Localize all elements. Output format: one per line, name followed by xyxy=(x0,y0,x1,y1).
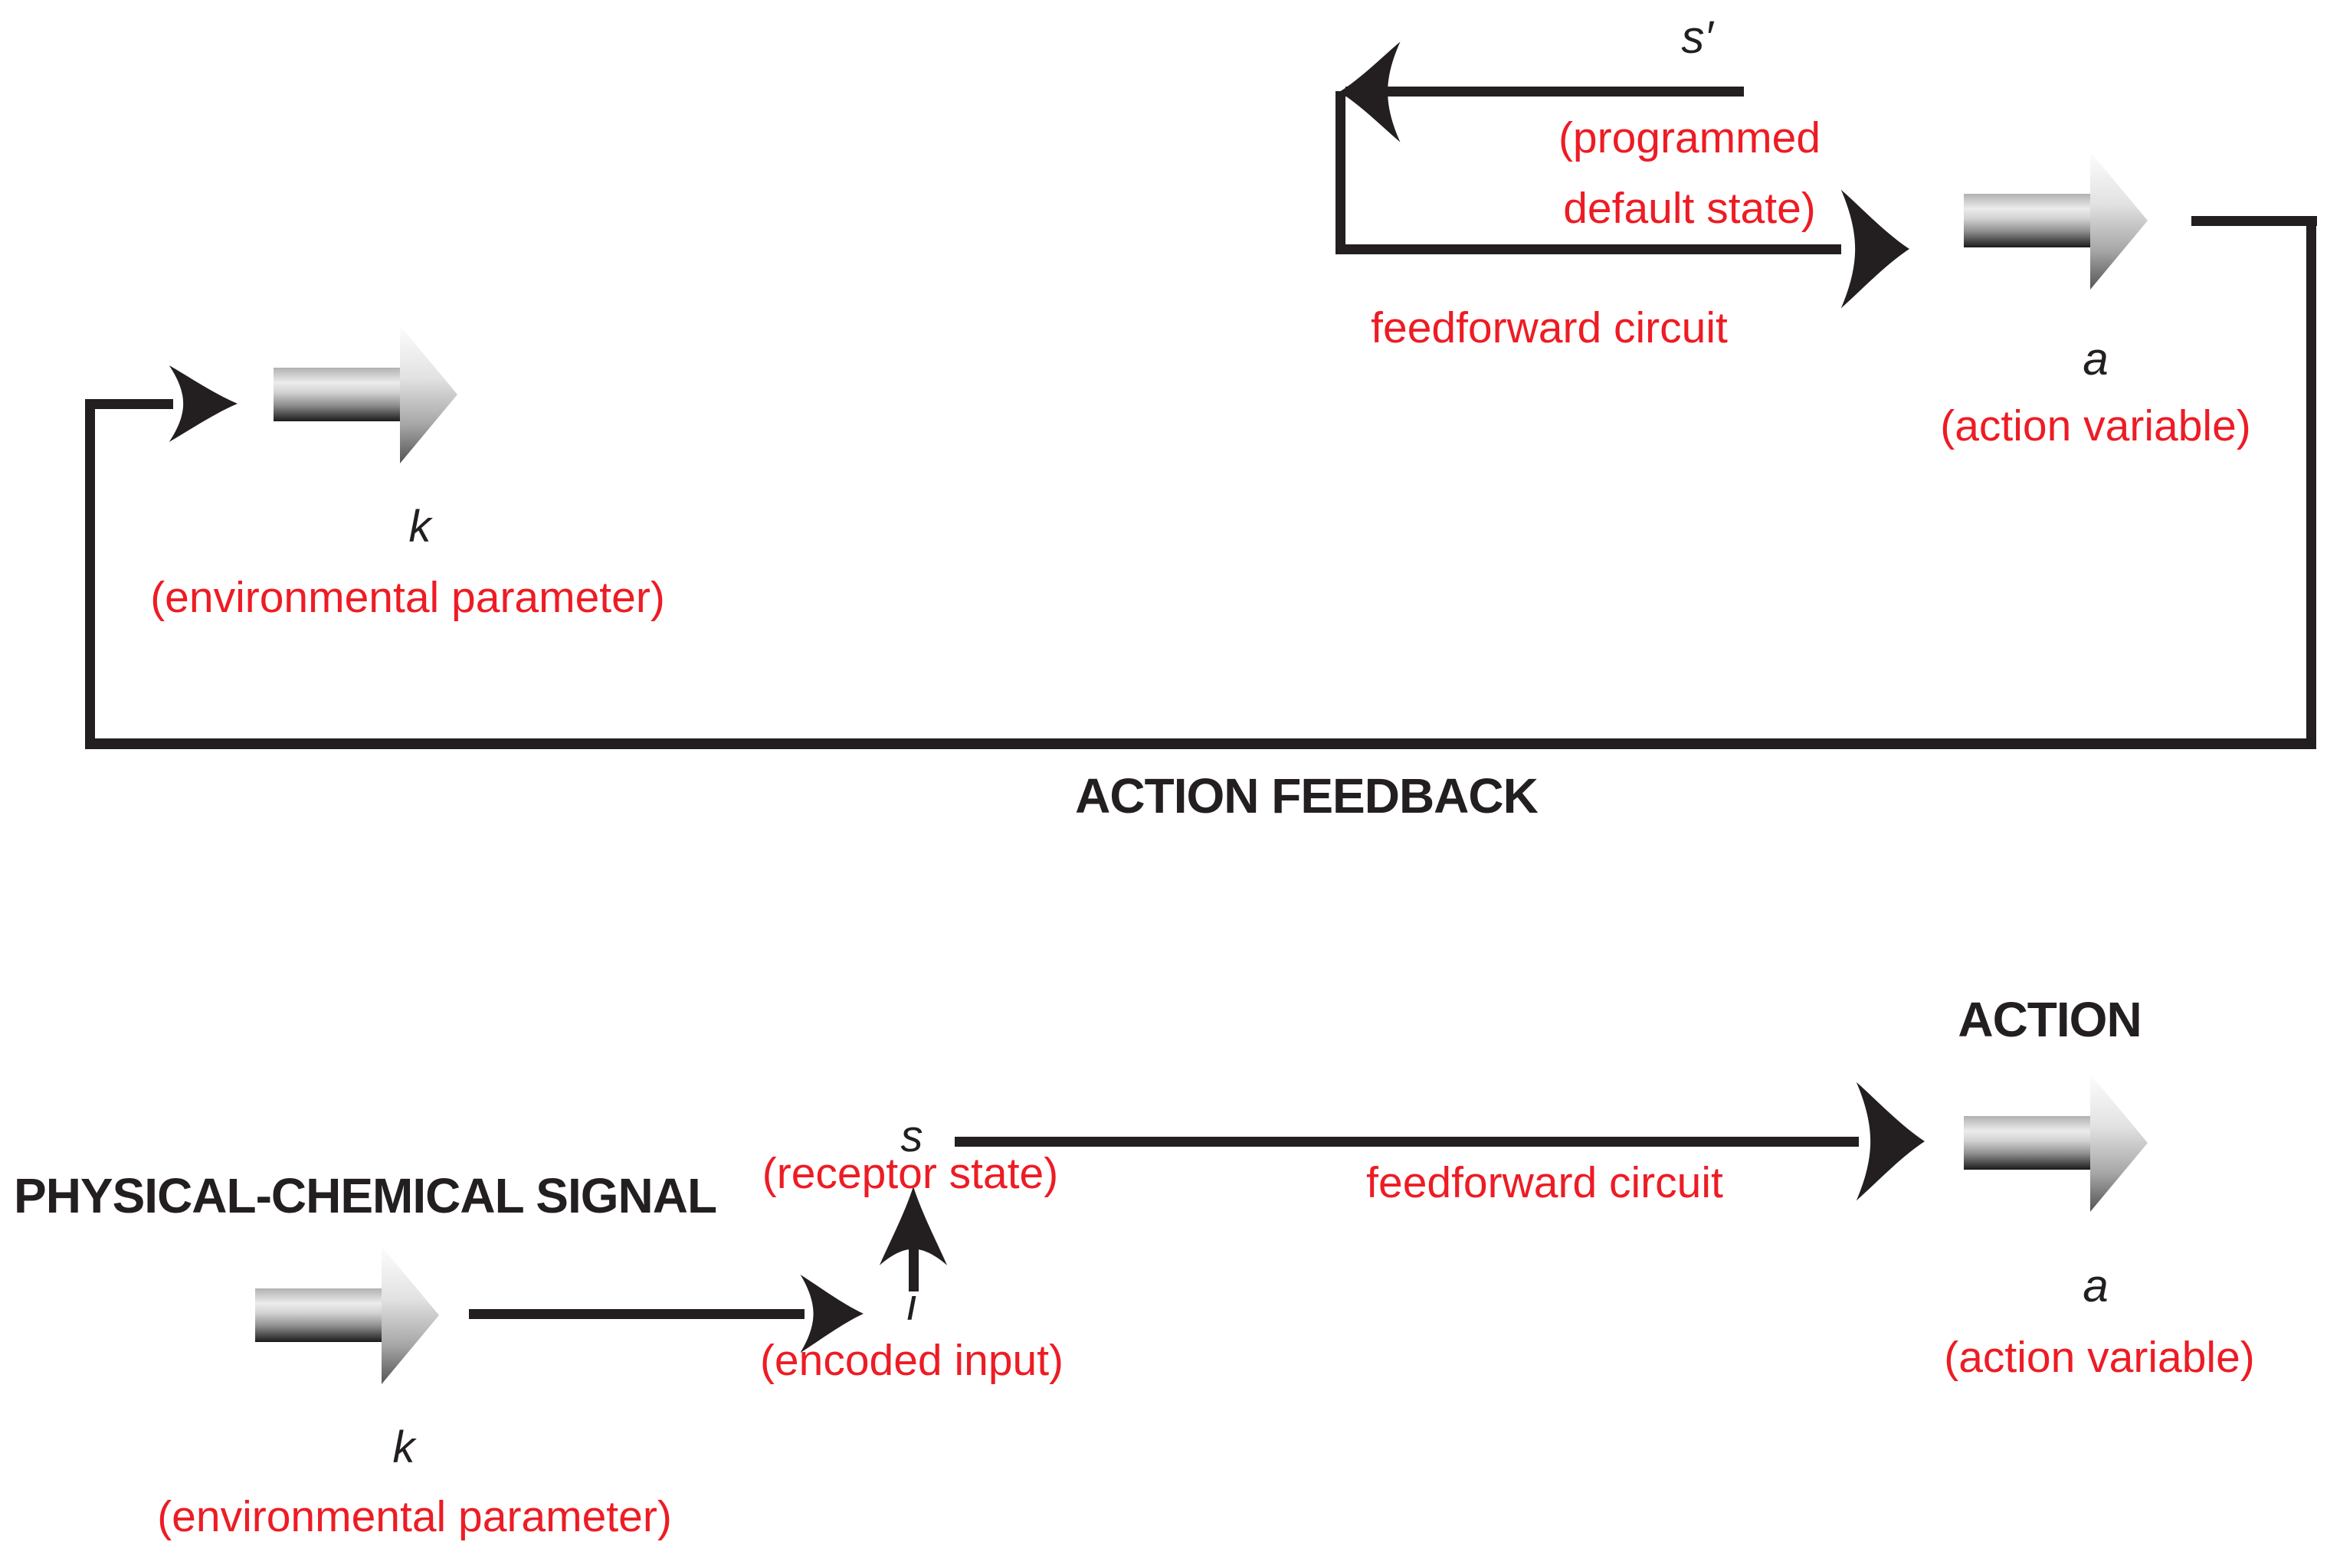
receptor-state-caption: (receptor state) xyxy=(762,1149,1059,1198)
i-symbol: i xyxy=(906,1280,917,1330)
physical-chemical-signal-title: PHYSICAL-CHEMICAL SIGNAL xyxy=(14,1168,717,1223)
gradient-arrow-icon xyxy=(255,1246,439,1384)
s-prime-symbol: s′ xyxy=(1681,11,1713,63)
feedback-loop-right-vertical xyxy=(2306,216,2316,749)
caption-line-1: (programmed xyxy=(1558,113,1821,162)
feedforward-line-bottom xyxy=(955,1137,1859,1147)
i-to-s-shaft xyxy=(909,1249,919,1291)
arrowhead-right-icon xyxy=(167,365,238,443)
arrowhead-up-icon xyxy=(879,1187,948,1268)
environmental-parameter-caption-bottom: (environmental parameter) xyxy=(157,1492,672,1541)
s-symbol: s xyxy=(900,1111,923,1161)
s-prime-line xyxy=(1345,87,1744,97)
gradient-arrow-body xyxy=(274,368,400,421)
encoded-input-caption: (encoded input) xyxy=(759,1336,1064,1385)
loop-entry-line xyxy=(85,399,173,409)
gradient-arrow-head xyxy=(2090,152,2148,290)
k-symbol-bottom: k xyxy=(392,1422,415,1472)
arrowhead-right-icon xyxy=(1839,188,1909,309)
arrowhead-right-icon xyxy=(1854,1081,1925,1202)
arrowhead-left-icon xyxy=(1339,41,1402,143)
gradient-arrow-head xyxy=(382,1246,439,1384)
action-variable-caption-bottom: (action variable) xyxy=(1944,1333,2255,1382)
k-symbol-top: k xyxy=(408,502,431,552)
feedback-loop-top-stub xyxy=(2191,216,2317,226)
gradient-arrow-head xyxy=(400,326,457,463)
feedback-loop-bottom-horizontal xyxy=(85,738,2316,749)
feedforward-label-bottom: feedforward circuit xyxy=(1366,1158,1723,1207)
gradient-arrow-body xyxy=(255,1288,382,1342)
gradient-arrow-body xyxy=(1964,194,2090,247)
feedforward-line-top xyxy=(1336,244,1841,254)
action-title: ACTION xyxy=(1958,992,2142,1047)
action-variable-caption-top: (action variable) xyxy=(1940,401,2251,450)
programmed-default-state-caption: (programmed default state) xyxy=(1486,103,1893,244)
gradient-arrow-head xyxy=(2090,1074,2148,1212)
feedforward-label-top: feedforward circuit xyxy=(1371,303,1728,352)
a-symbol-bottom: a xyxy=(2083,1260,2109,1311)
s-prime-connector-vertical xyxy=(1336,91,1345,254)
caption-line-2: default state) xyxy=(1563,184,1816,234)
gradient-arrow-body xyxy=(1964,1116,2090,1170)
a-symbol-top: a xyxy=(2083,333,2109,385)
gradient-arrow-icon xyxy=(1964,1074,2148,1212)
k-to-i-line xyxy=(469,1309,805,1319)
feedback-loop-left-vertical xyxy=(85,399,95,749)
gradient-arrow-icon xyxy=(1964,152,2148,290)
environmental-parameter-caption-top: (environmental parameter) xyxy=(150,573,665,622)
arrowhead-right-icon xyxy=(798,1274,864,1354)
action-feedback-title: ACTION FEEDBACK xyxy=(1075,768,1539,823)
gradient-arrow-icon xyxy=(274,326,457,463)
